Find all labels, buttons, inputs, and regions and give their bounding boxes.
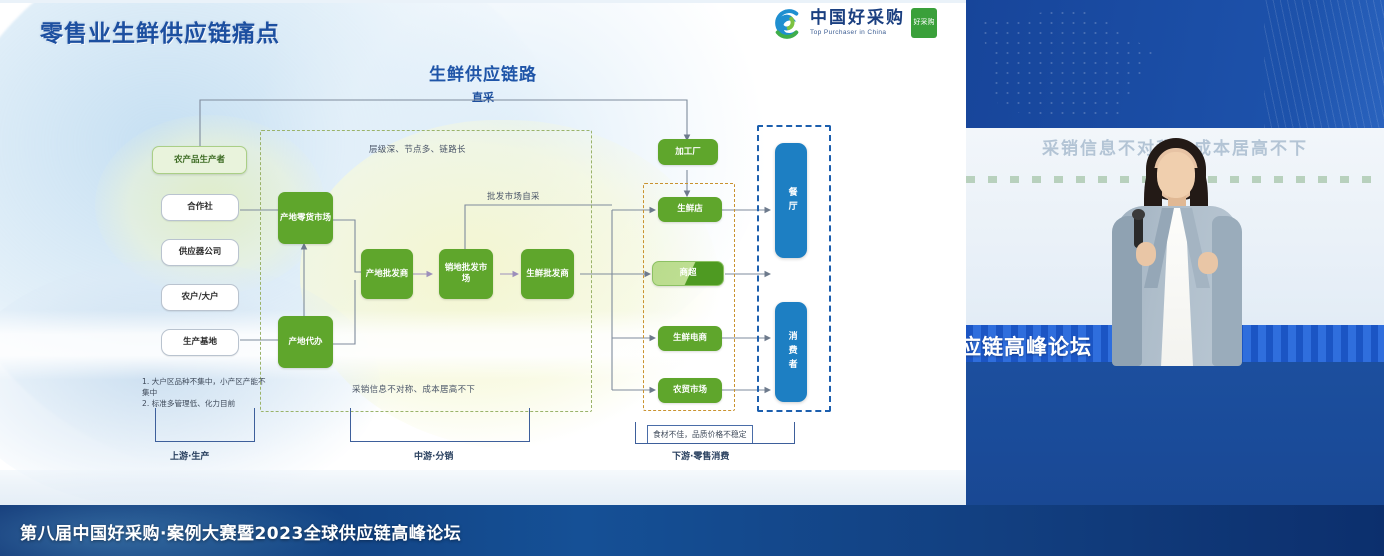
event-banner: 第八届中国好采购·案例大赛暨2023全球供应链高峰论坛 bbox=[0, 505, 1384, 556]
node-label: 加工厂 bbox=[675, 146, 701, 157]
node-fresh-wholesaler[interactable]: 生鲜批发商 bbox=[521, 249, 574, 299]
node-label: 供应器公司 bbox=[178, 247, 222, 258]
node-origin-agent[interactable]: 产地代办 bbox=[278, 316, 333, 368]
node-label: 农贸市场 bbox=[672, 385, 707, 396]
node-origin-wholesaler[interactable]: 产地批发商 bbox=[361, 249, 413, 299]
backdrop-fan-lines bbox=[1264, 0, 1384, 128]
speaker-arm-right bbox=[1212, 216, 1242, 366]
swirl-logo-icon bbox=[775, 9, 799, 39]
node-label: 生产基地 bbox=[182, 337, 217, 348]
presentation-slide: 零售业生鲜供应链痛点 中国好采购 Top Purchaser in China … bbox=[0, 0, 966, 505]
speaker-face bbox=[1157, 152, 1195, 198]
banner-title: 第八届中国好采购·案例大赛暨2023全球供应链高峰论坛 bbox=[20, 524, 462, 544]
node-label: 商超 bbox=[679, 268, 697, 279]
node-sales-wholesale-market[interactable]: 销地批发市场 bbox=[439, 249, 493, 299]
node-cooperative[interactable]: 合作社 bbox=[161, 194, 239, 221]
node-label: 餐厅 bbox=[786, 186, 797, 215]
annotation-midstream-bottom: 采销信息不对称、成本居高不下 bbox=[352, 385, 476, 395]
endpoints-dashed-group bbox=[757, 125, 831, 412]
downstream-brace bbox=[635, 422, 795, 444]
stage-backdrop-lower bbox=[966, 362, 1384, 505]
node-restaurant[interactable]: 餐厅 bbox=[775, 143, 807, 258]
node-label: 合作社 bbox=[187, 202, 213, 213]
midstream-dashed-group bbox=[260, 130, 592, 412]
speaker-hand-right bbox=[1198, 252, 1218, 274]
diagram-title-main: 生鲜供应链路 bbox=[429, 65, 537, 85]
microphone bbox=[1134, 214, 1143, 248]
node-label: 销地批发市场 bbox=[444, 263, 488, 284]
brand-logo: 中国好采购 Top Purchaser in China 好采购 bbox=[770, 6, 937, 40]
logo-seal: 好采购 bbox=[911, 8, 937, 38]
segment-label-upstream: 上游·生产 bbox=[170, 452, 210, 462]
annotation-wholesale-selfpurchase: 批发市场自采 bbox=[487, 192, 540, 202]
slide-top-edge bbox=[0, 0, 966, 3]
downstream-dashed-group bbox=[643, 183, 735, 411]
node-label: 生鲜店 bbox=[677, 204, 703, 215]
node-label: 农户/大户 bbox=[181, 292, 219, 303]
node-label: 生鲜电商 bbox=[672, 333, 707, 344]
node-farmers-market[interactable]: 农贸市场 bbox=[658, 378, 722, 403]
segment-label-midstream: 中游·分销 bbox=[414, 452, 454, 462]
node-label: 生鲜批发商 bbox=[526, 268, 569, 279]
page-title: 零售业生鲜供应链痛点 bbox=[40, 21, 280, 47]
node-fresh-ecommerce[interactable]: 生鲜电商 bbox=[658, 326, 722, 351]
node-processing-plant[interactable]: 加工厂 bbox=[658, 139, 718, 165]
pain-point-item: 2. 标准多管理低、化力目前 bbox=[142, 399, 236, 408]
microphone-head bbox=[1132, 209, 1145, 220]
midstream-brace bbox=[350, 408, 530, 442]
banner-glow bbox=[0, 505, 360, 556]
node-label: 产地代办 bbox=[288, 336, 323, 347]
node-supplier-company[interactable]: 供应器公司 bbox=[161, 239, 239, 266]
node-origin-collection-market[interactable]: 产地零货市场 bbox=[278, 192, 333, 244]
node-label: 产地零货市场 bbox=[280, 212, 332, 223]
upstream-brace bbox=[155, 408, 255, 442]
annotation-midstream-top: 层级深、节点多、链路长 bbox=[369, 145, 466, 155]
upstream-pain-points: 1. 大户区品种不集中，小产区产能不集中 2. 标准多管理低、化力目前 bbox=[142, 376, 272, 409]
node-production-base[interactable]: 生产基地 bbox=[161, 329, 239, 356]
logo-brand-en: Top Purchaser in China bbox=[810, 28, 887, 36]
speaker-hand-left bbox=[1136, 242, 1156, 266]
node-producer[interactable]: 农产品生产者 bbox=[152, 146, 247, 174]
node-consumer[interactable]: 消费者 bbox=[775, 302, 807, 402]
supply-chain-diagram: 农产品生产者 合作社 供应器公司 农户/大户 生产基地 1. 大户区品种不集中，… bbox=[142, 99, 831, 462]
speaker-video-panel: 采销信息不对称，成本居高不下 中游·分销 应链高峰论坛 bbox=[966, 0, 1384, 505]
logo-brand-cn: 中国好采购 bbox=[810, 7, 905, 28]
node-label: 消费者 bbox=[786, 331, 797, 373]
node-supermarket[interactable]: 商超 bbox=[652, 261, 724, 286]
segment-label-downstream: 下游·零售消费 bbox=[672, 452, 730, 462]
node-farmer-large[interactable]: 农户/大户 bbox=[161, 284, 239, 311]
node-fresh-store[interactable]: 生鲜店 bbox=[658, 197, 722, 222]
background-bottom-band bbox=[0, 470, 966, 505]
stage-backdrop-upper bbox=[966, 0, 1384, 128]
node-label: 农产品生产者 bbox=[173, 154, 225, 165]
node-label: 产地批发商 bbox=[365, 268, 409, 279]
lower-third-text: 应链高峰论坛 bbox=[966, 335, 1092, 359]
pain-point-item: 1. 大户区品种不集中，小产区产能不集中 bbox=[142, 377, 266, 397]
